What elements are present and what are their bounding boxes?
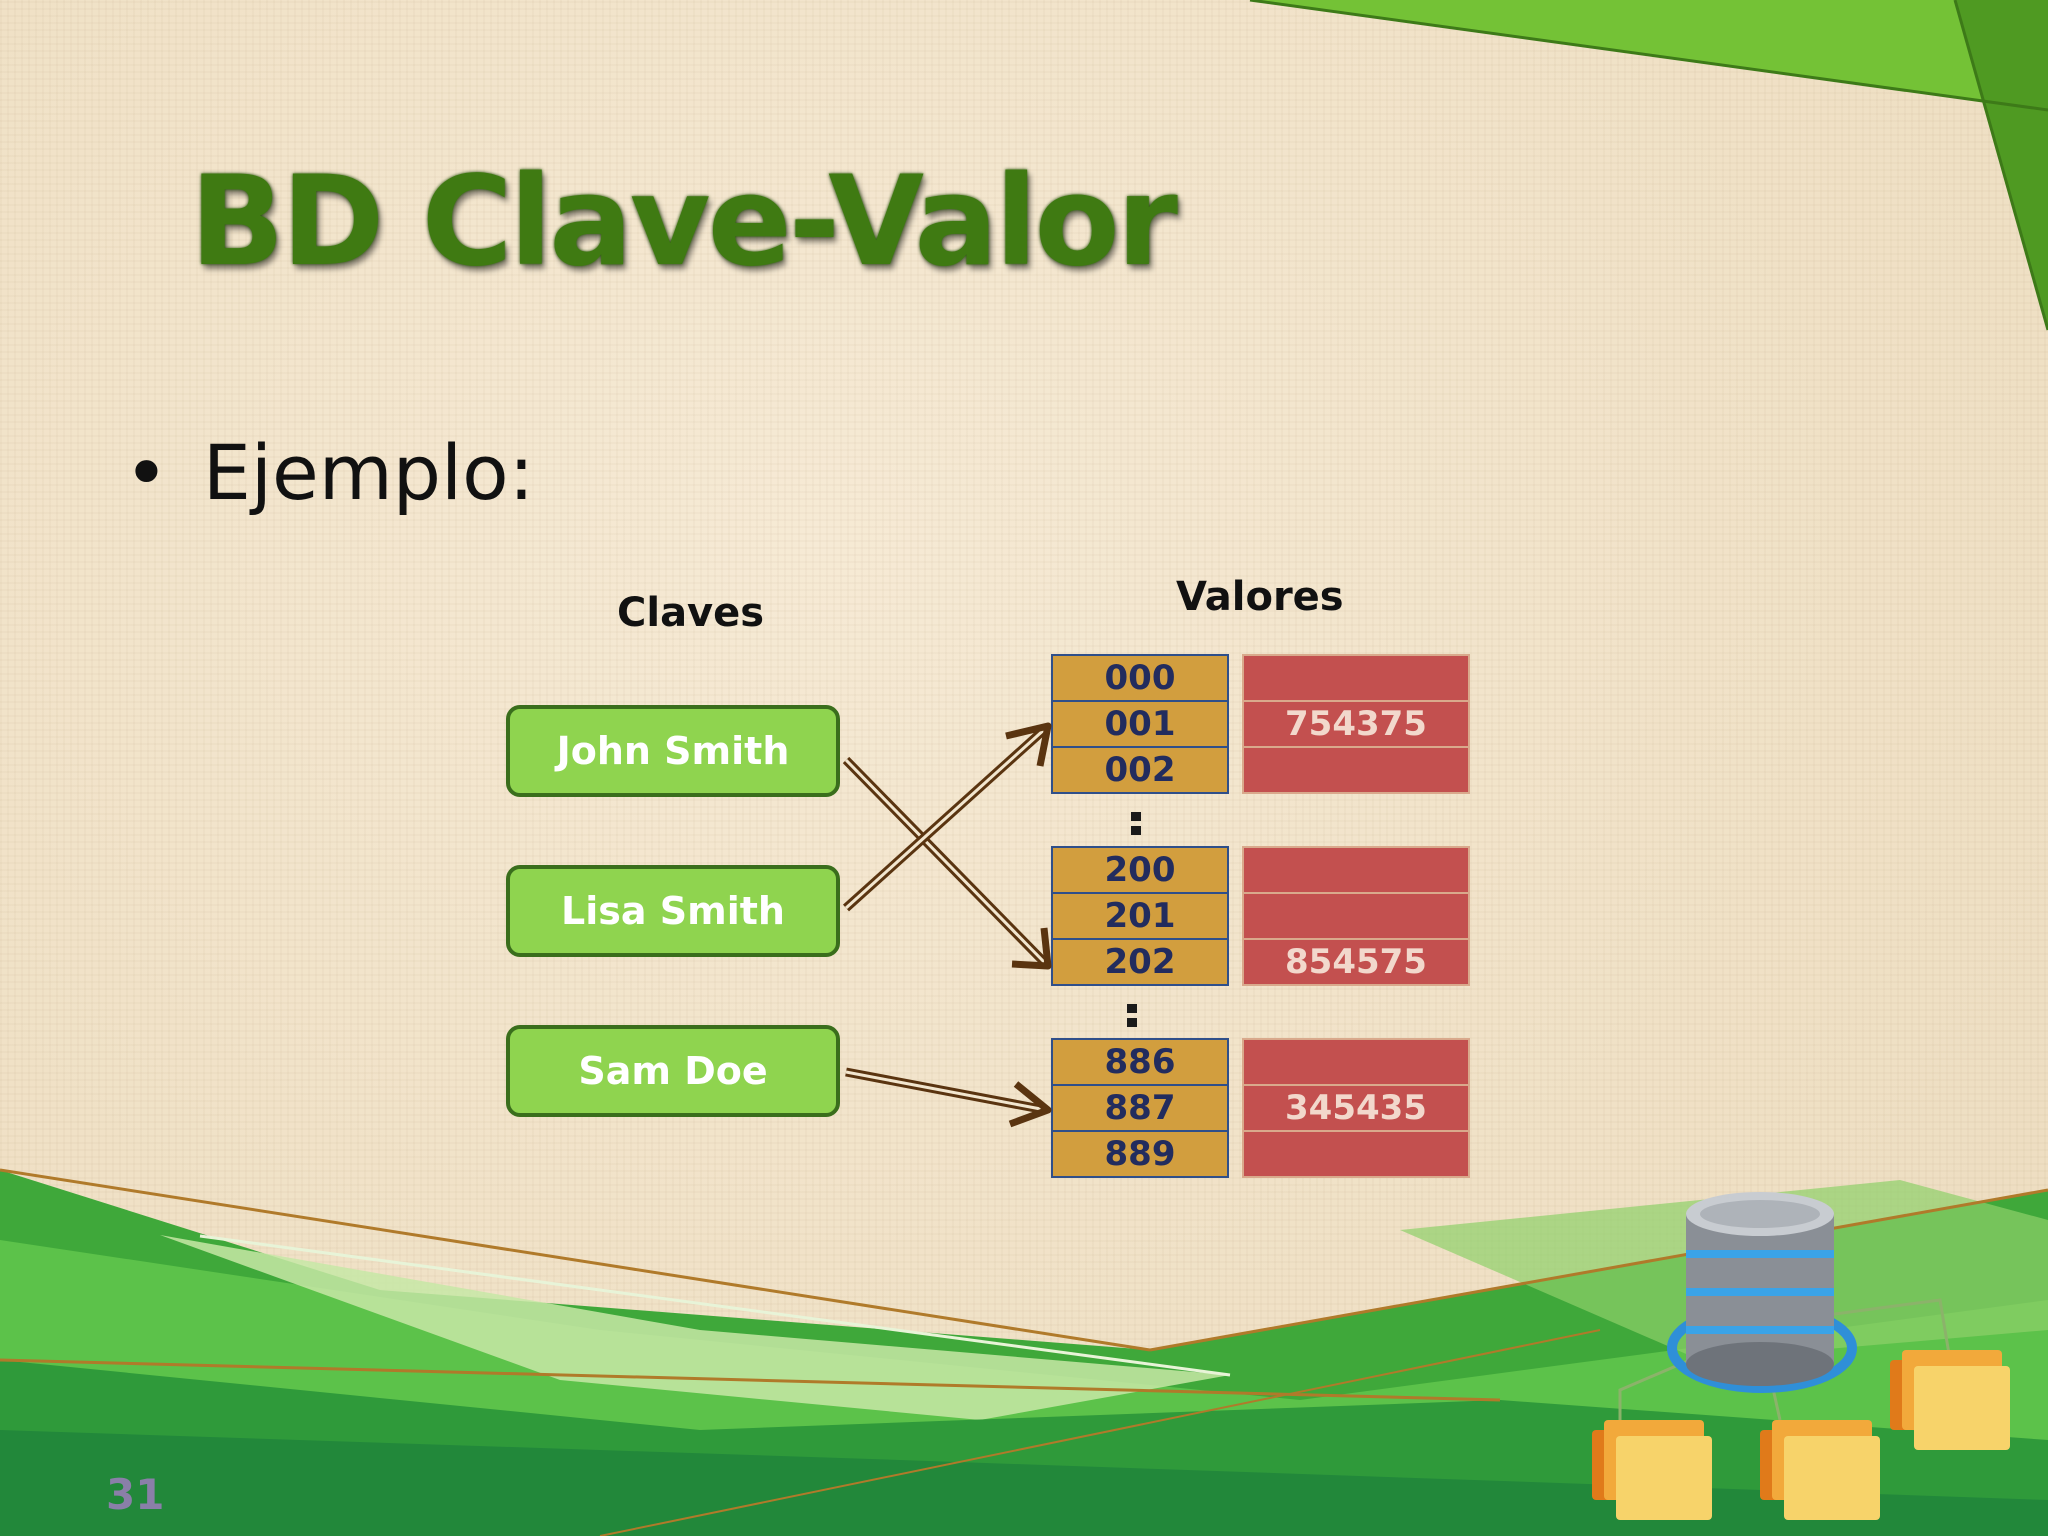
index-cell: 202 [1051, 938, 1229, 986]
index-group: 886 887 889 [1051, 1038, 1229, 1178]
value-cell [1242, 892, 1470, 940]
value-group: 854575 [1242, 846, 1470, 986]
index-cell: 201 [1051, 892, 1229, 940]
index-cell: 200 [1051, 846, 1229, 894]
key-box: John Smith [506, 705, 840, 797]
index-cell: 000 [1051, 654, 1229, 702]
slide-title: BD Clave-Valor [190, 150, 1178, 294]
folder-icon [1890, 1350, 2010, 1450]
index-group: 200 201 202 [1051, 846, 1229, 986]
database-icon [1686, 1192, 1834, 1386]
folder-icon [1592, 1420, 1712, 1520]
ellipsis-icon [1131, 812, 1141, 840]
bullet-item: • Ejemplo: [124, 428, 534, 517]
value-cell: 754375 [1242, 700, 1470, 748]
key-box: Lisa Smith [506, 865, 840, 957]
folder-icon [1760, 1420, 1880, 1520]
value-cell: 854575 [1242, 938, 1470, 986]
ellipsis-icon [1127, 1004, 1137, 1032]
bullet-symbol: • [124, 428, 169, 517]
index-cell: 887 [1051, 1084, 1229, 1132]
keys-header: Claves [617, 590, 765, 636]
index-cell: 886 [1051, 1038, 1229, 1086]
values-header: Valores [1176, 574, 1344, 620]
value-cell [1242, 654, 1470, 702]
value-cell [1242, 1038, 1470, 1086]
value-group: 345435 [1242, 1038, 1470, 1178]
value-cell [1242, 746, 1470, 794]
value-cell [1242, 1130, 1470, 1178]
page-number: 31 [106, 1470, 165, 1519]
index-group: 000 001 002 [1051, 654, 1229, 794]
bullet-text: Ejemplo: [202, 428, 535, 517]
key-box: Sam Doe [506, 1025, 840, 1117]
database-clipart [1592, 1192, 2010, 1520]
value-cell [1242, 846, 1470, 894]
index-cell: 002 [1051, 746, 1229, 794]
index-cell: 001 [1051, 700, 1229, 748]
index-cell: 889 [1051, 1130, 1229, 1178]
value-cell: 345435 [1242, 1084, 1470, 1132]
value-group: 754375 [1242, 654, 1470, 794]
